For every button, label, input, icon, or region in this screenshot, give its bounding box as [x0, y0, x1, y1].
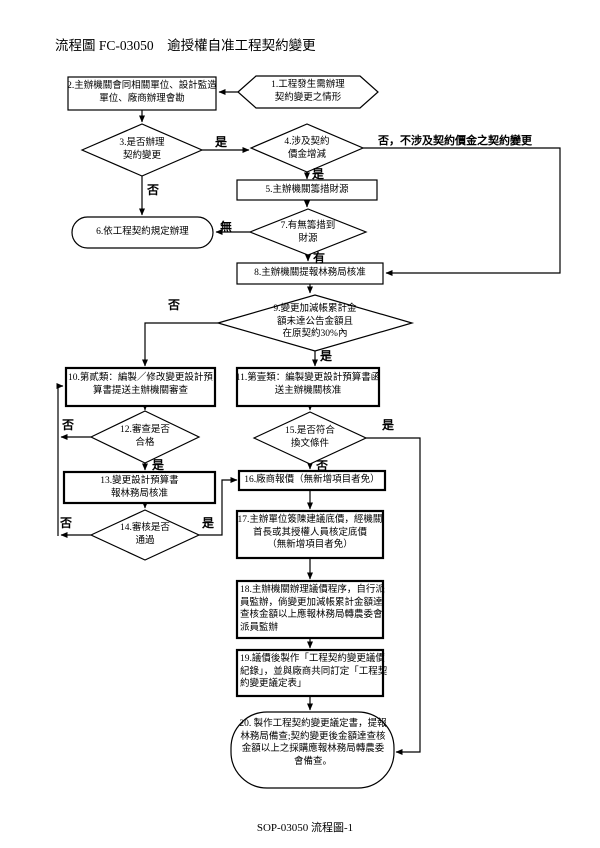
node-15-label: 15.是否符合 換文條件: [285, 426, 335, 449]
label-d9-no: 否: [168, 298, 181, 312]
node-19-box: [235, 648, 385, 698]
node-12-label: 12.審查是否 合格: [120, 425, 170, 448]
node-20-terminator: [230, 711, 395, 789]
node-12-diamond: [89, 410, 201, 464]
node-4-label: 4.涉及契約 價金增減: [284, 137, 330, 160]
node-14-diamond: [89, 509, 201, 561]
node-10-box: [64, 366, 217, 408]
page-footer: SOP-03050 流程圖-1: [256, 822, 354, 834]
label-d9-yes: 是: [320, 349, 333, 363]
node-13-label: 13.變更設計預算書 報林務局核准: [100, 476, 179, 499]
node-14-label: 14.審核是否 通過: [120, 523, 170, 546]
node-8-label: 8.主辦機關提報林務局核准: [254, 268, 366, 278]
node-19-label: 19.議價後製作「工程契約變更議價 紀錄」，並與廠商共同訂定「工程契 約變更議定…: [240, 654, 388, 690]
label-d4-no-price-change: 否，不涉及契約價金之契約變更: [378, 135, 532, 147]
node-6-terminator: [71, 216, 214, 249]
node-11-box: [235, 366, 381, 408]
node-7-label: 7.有無籌措到 財源: [280, 221, 336, 244]
label-d7-have: 有: [313, 251, 326, 265]
node-17-label: 17.主辦單位簽陳建議底價，經機關 首長或其授權人員核定底價 （無新增項目者免）: [237, 515, 383, 551]
page-title: 流程圖 FC-03050 逾授權自准工程契約變更: [55, 38, 316, 53]
label-d4-yes: 是: [312, 167, 325, 181]
node-15-diamond: [252, 411, 368, 465]
node-17-box: [235, 509, 385, 560]
node-10-label: 10.第貳類：編製／修改變更設計預 算書提送主辦機關審查: [68, 373, 213, 396]
edge-14-yes-16: [199, 477, 238, 536]
node-2-label: 2.主辦機關會同相關單位、設計監造 單位、廠商辦理會勘: [67, 81, 217, 104]
node-1-label: 1.工程發生需辦理 契約變更之情形: [271, 80, 345, 103]
label-d3-yes: 是: [215, 135, 228, 149]
edge-4-no-8: [363, 147, 561, 276]
node-9-label: 9.變更加減帳累計金 額未達公告金額且 在原契約30%內: [273, 304, 357, 340]
edge-9-no-10: [142, 322, 218, 367]
node-4-diamond: [249, 123, 365, 173]
node-18-label: 18.主辦機關辦理議價程序，自行派 員監辦，倘變更加減帳累計金額達 查核金額以上…: [240, 585, 385, 633]
node-16-box: [237, 469, 387, 492]
label-d12-no: 否: [62, 418, 75, 432]
node-20-label: 20. 製作工程契約變更議定書，提報 林務局備查;契約變更後金額達查核 金額以上…: [239, 719, 387, 767]
edge-15-yes-20: [366, 437, 421, 755]
node-8-box: [236, 262, 384, 285]
label-d3-no: 否: [147, 183, 160, 197]
node-11-label: 11.第壹類：編製變更設計預算書函 送主辦機關核准: [235, 373, 381, 396]
node-18-box: [235, 579, 385, 640]
node-5-box: [236, 179, 378, 201]
node-1-hexagon: [237, 75, 379, 109]
node-6-label: 6.依工程契約規定辦理: [96, 227, 189, 237]
label-d7-none: 無: [220, 220, 233, 234]
node-7-diamond: [248, 208, 368, 256]
node-16-label: 16.廠商報價（無新增項目者免）: [244, 475, 380, 485]
edge-rail-to-10: [56, 383, 64, 536]
label-d14-yes: 是: [202, 516, 215, 530]
node-13-box: [62, 470, 217, 505]
label-d12-yes: 是: [152, 458, 165, 472]
label-d15-yes: 是: [382, 418, 395, 432]
label-d14-no: 否: [60, 516, 73, 530]
node-5-label: 5.主辦機關籌措財源: [265, 185, 349, 195]
node-2-box: [67, 76, 217, 111]
label-d15-no: 否: [316, 459, 329, 473]
node-3-label: 3.是否辦理 契約變更: [119, 138, 165, 161]
node-9-diamond: [215, 294, 415, 352]
node-3-diamond: [80, 123, 204, 177]
